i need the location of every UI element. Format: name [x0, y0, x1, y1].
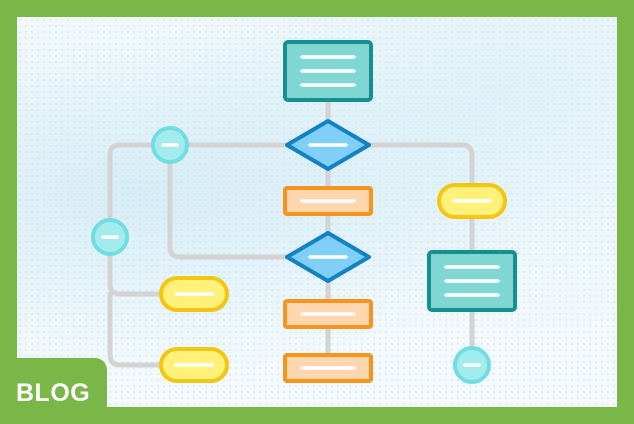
decision-1 [285, 119, 371, 171]
flowchart-shapes [91, 40, 517, 384]
connector-left [91, 218, 129, 256]
document-top [283, 40, 373, 102]
blog-label: BLOG [16, 378, 91, 407]
edge-connector-top-to-left [107, 142, 156, 223]
document-right [427, 250, 517, 312]
process-2 [283, 299, 373, 329]
diagram-canvas [17, 17, 617, 407]
blog-badge: BLOG [0, 358, 107, 424]
connector-top [151, 126, 189, 164]
decision-2 [285, 231, 371, 283]
terminator-left-2 [159, 347, 229, 383]
process-3 [283, 353, 373, 383]
terminator-right [437, 183, 507, 219]
terminator-left-1 [159, 276, 229, 312]
edge-connector-top-to-decision-2 [167, 159, 290, 260]
flowchart-diagram [91, 40, 517, 384]
edge-connector-left-to-term-1 [107, 251, 164, 297]
connector-right-bottom [453, 346, 491, 384]
process-1 [283, 186, 373, 216]
edge-connector-left-to-term-2 [107, 291, 164, 368]
edge-decision-1-to-right-branch [366, 142, 475, 188]
connector-lines [107, 97, 475, 368]
